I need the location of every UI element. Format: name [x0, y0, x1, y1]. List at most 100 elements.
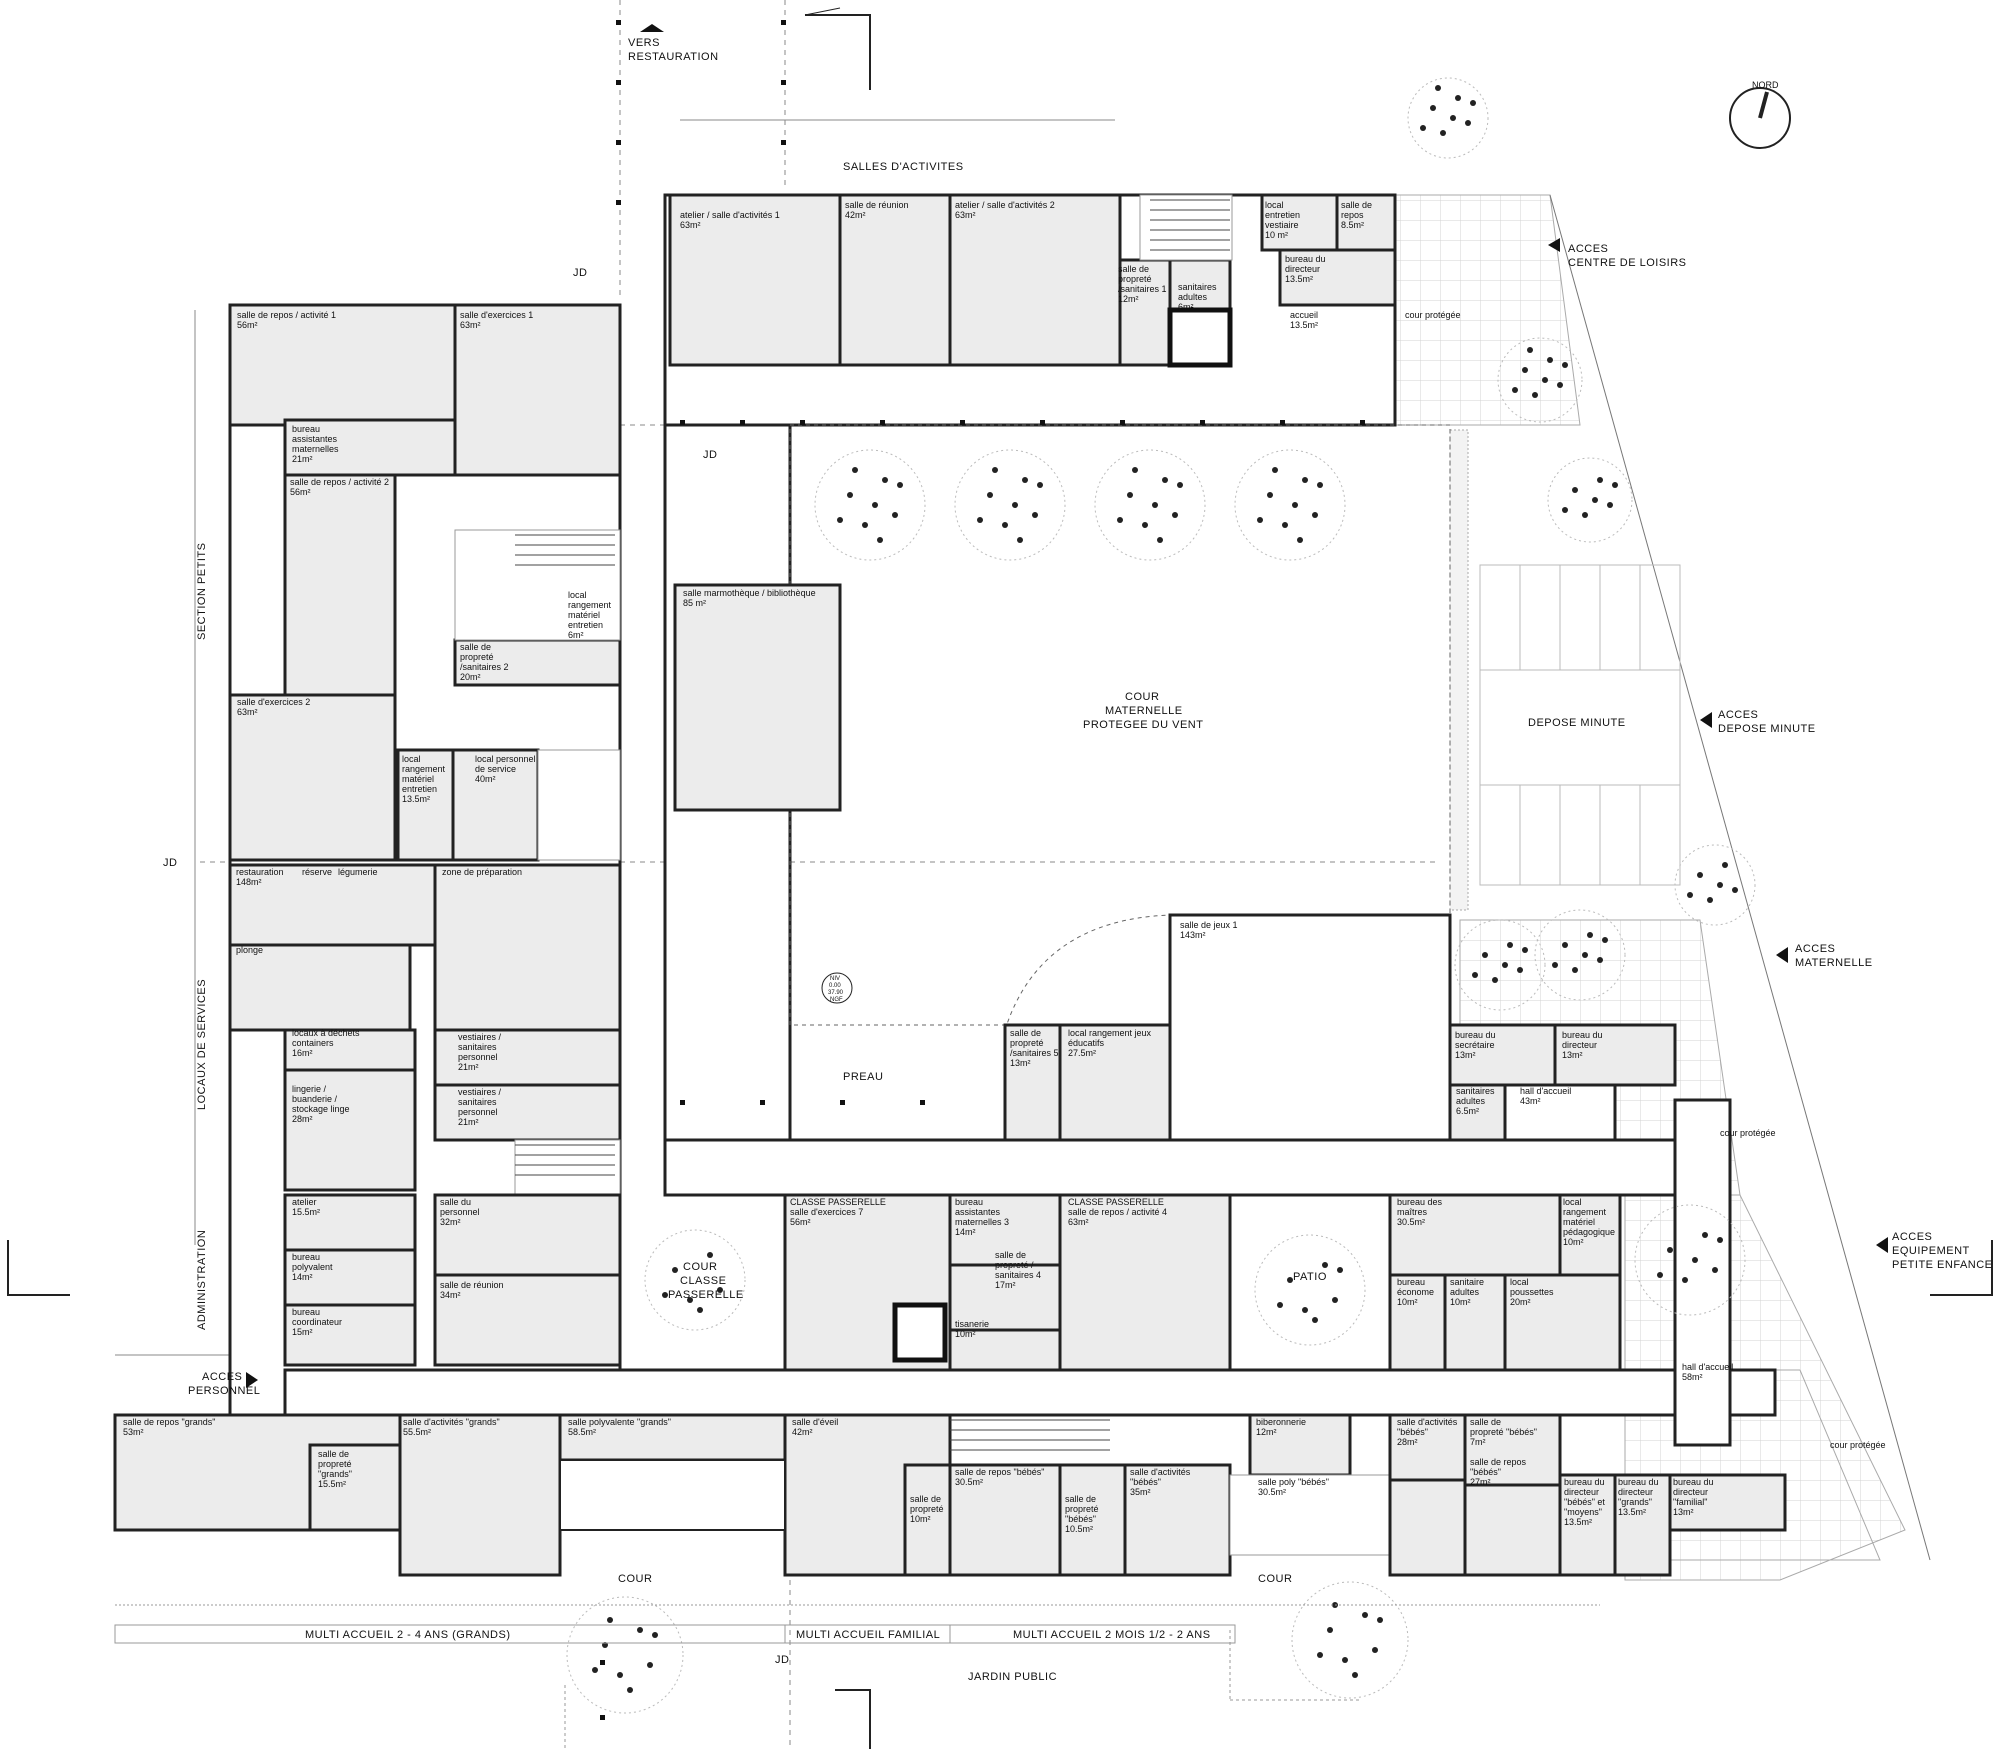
room-label-line: adultes [1178, 292, 1208, 302]
tree [1634, 1204, 1746, 1316]
room-label-line: 53m² [123, 1427, 144, 1437]
room-label-line: éducatifs [1068, 1038, 1105, 1048]
room-label-line: plonge [236, 945, 263, 955]
room-label-line: 13.5m² [1618, 1507, 1646, 1517]
room-label-line: salle de [910, 1494, 941, 1504]
room-label-line: 13m² [1010, 1058, 1031, 1068]
room-label-line: poussettes [1510, 1287, 1554, 1297]
room-label-line: 30.5m² [1397, 1217, 1425, 1227]
room-label-activites-bebes-2: salle d'activités"bébés"28m² [1397, 1417, 1458, 1447]
room-label-line: personnel [458, 1107, 498, 1117]
room-label-line: 10m² [1397, 1297, 1418, 1307]
room-label-line: 13m² [1455, 1050, 1476, 1060]
cour-label-2: COUR [1258, 1573, 1292, 1585]
room-label-line: salle de [1010, 1028, 1041, 1038]
multi-familial-label: MULTI ACCUEIL FAMILIAL [796, 1629, 940, 1641]
room-label-line: salle de repos "bébés" [955, 1467, 1044, 1477]
room-label-line: local [402, 754, 421, 764]
room-label-line: salle de [1118, 264, 1149, 274]
room-label-line: 56m² [290, 487, 311, 497]
room-label-line: restauration [236, 867, 284, 877]
cour-maternelle-3: PROTEGEE DU VENT [1083, 719, 1203, 731]
room-label-line: sanitaires [1178, 282, 1217, 292]
room-label-line: bureau [292, 1307, 320, 1317]
room-label-line: 148m² [236, 877, 262, 887]
room-label-line: tisanerie [955, 1319, 989, 1329]
room-label-line: local personnel [475, 754, 536, 764]
room-label-line: biberonnerie [1256, 1417, 1306, 1427]
room-label-line: 17m² [995, 1280, 1016, 1290]
room-label-line: 42m² [845, 210, 866, 220]
room-label-line: 42m² [792, 1427, 813, 1437]
room-label-line: hall d'accueil [1520, 1086, 1571, 1096]
room-label-line: repos [1341, 210, 1364, 220]
room-label-line: 7m² [1470, 1437, 1486, 1447]
acces-centre-1: ACCES [1568, 243, 1608, 255]
room-label-line: maternelles 3 [955, 1217, 1009, 1227]
tree [1094, 449, 1206, 561]
room-label-line: 63m² [1068, 1217, 1089, 1227]
room-label-line: "grands" [1618, 1497, 1652, 1507]
room-label-line: 21m² [458, 1062, 479, 1072]
room-label-line: local [1265, 200, 1284, 210]
room-label-line: 58m² [1682, 1372, 1703, 1382]
room-label-line: 30.5m² [1258, 1487, 1286, 1497]
section-petits-label: SECTION PETITS [196, 543, 208, 640]
nord-label: NORD [1752, 80, 1779, 90]
room-label-line: salle de réunion [440, 1280, 504, 1290]
room-label-zone-prep: zone de préparation [442, 867, 522, 877]
tree [1547, 457, 1633, 543]
niv-4: NGF [830, 997, 843, 1003]
room-label-line: sanitaire [1450, 1277, 1484, 1287]
room-label-line: atelier / salle d'activités 2 [955, 200, 1055, 210]
room-label-line: 85 m² [683, 598, 706, 608]
room-label-line: 10 m² [1265, 230, 1288, 240]
room-label-line: CLASSE PASSERELLE [790, 1197, 886, 1207]
room-label-line: propreté [1118, 274, 1152, 284]
room-label-repos-grands: salle de repos "grands"53m² [123, 1417, 215, 1437]
room-label-line: "bébés" [1470, 1467, 1501, 1477]
tree [1234, 449, 1346, 561]
room-label-line: assistantes [292, 434, 338, 444]
tree [1674, 844, 1756, 926]
room-label-line: "bébés" et [1564, 1497, 1605, 1507]
multi-grands-label: MULTI ACCUEIL 2 - 4 ANS (GRANDS) [305, 1629, 510, 1641]
room-label-line: 27m² [1470, 1477, 1491, 1487]
room-label-line: propreté [910, 1504, 944, 1514]
room-label-line: salle d'exercices 7 [790, 1207, 863, 1217]
room-label-line: directeur [1618, 1487, 1653, 1497]
room-label-line: 43m² [1520, 1096, 1541, 1106]
room-label-line: zone de préparation [442, 867, 522, 877]
room-label-line: légumerie [338, 867, 378, 877]
room-label-line: containers [292, 1038, 334, 1048]
room-label-line: salle de [1341, 200, 1372, 210]
room-label-line: 143m² [1180, 930, 1206, 940]
room-label-line: 21m² [292, 454, 313, 464]
room-label-line: rangement [402, 764, 446, 774]
room-label-line: entretien [568, 620, 603, 630]
room-label-line: atelier [292, 1197, 317, 1207]
room-label-line: 10m² [910, 1514, 931, 1524]
room-label-line: 30.5m² [955, 1477, 983, 1487]
room-label-line: réserve [302, 867, 332, 877]
room-label-line: 12m² [1256, 1427, 1277, 1437]
room-label-line: 20m² [1510, 1297, 1531, 1307]
